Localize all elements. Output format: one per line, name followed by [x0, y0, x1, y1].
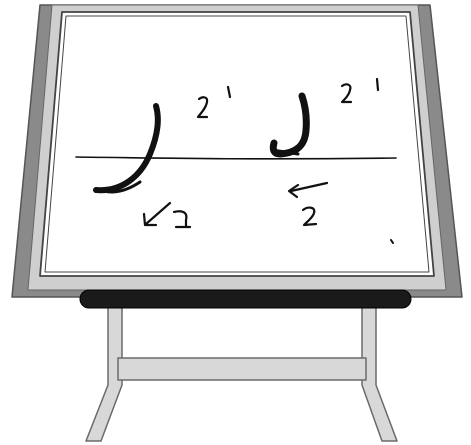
easel-stand: [86, 305, 397, 441]
stand-left-leg: [86, 305, 122, 441]
right-mark-1: [377, 79, 378, 90]
board-frame: [12, 5, 462, 297]
board-surface: [40, 12, 434, 276]
stand-right-leg: [362, 305, 397, 441]
marker-tray: [80, 290, 411, 308]
stand-crossbar: [118, 358, 366, 380]
